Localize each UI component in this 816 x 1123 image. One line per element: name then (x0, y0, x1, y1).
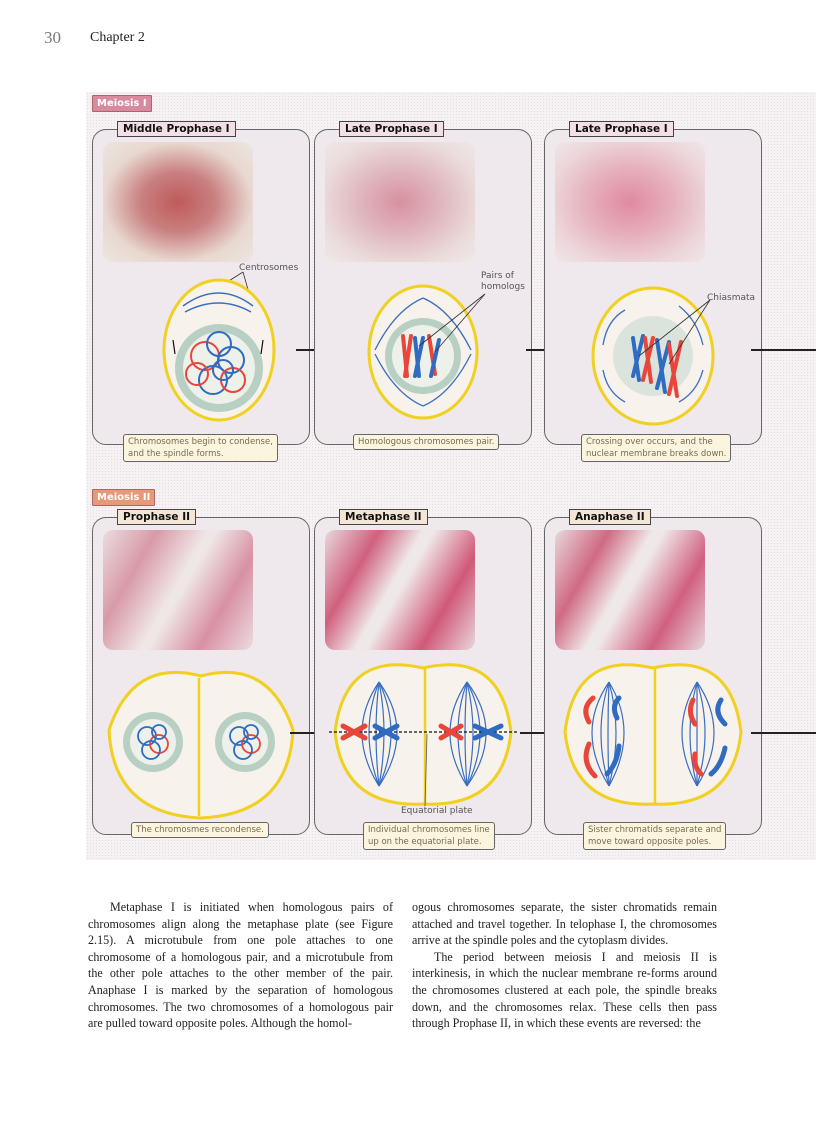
panel-caption: Individual chromosomes line up on the eq… (363, 822, 495, 850)
body-paragraph: Metaphase I is initiated when homologous… (88, 900, 393, 1031)
cell-diagram-middle-prophase (162, 271, 276, 422)
panel-title: Middle Prophase I (117, 121, 236, 137)
meiosis-i-tag: Meiosis I (92, 95, 152, 112)
body-paragraph: ogous chromosomes separate, the sister c… (412, 900, 717, 948)
micrograph-image (103, 142, 253, 262)
chapter-heading: Chapter 2 (90, 30, 145, 45)
cell-diagram-prophase-ii (107, 671, 295, 820)
panel-title: Prophase II (117, 509, 197, 525)
panel-prophase-ii: Prophase II The chromosmes recondense. (92, 509, 310, 838)
label-chiasmata: Chiasmata (707, 293, 756, 303)
label-equatorial-plate: Equatorial plate (401, 806, 473, 816)
micrograph-image (325, 530, 475, 650)
panel-middle-prophase-i: Middle Prophase I Centrosomes Chromosome… (92, 121, 310, 462)
panel-title: Late Prophase I (569, 121, 674, 137)
body-left-column: Metaphase I is initiated when homologous… (88, 899, 393, 1032)
cell-diagram-anaphase-ii (563, 663, 743, 806)
panel-title: Metaphase II (339, 509, 428, 525)
arrow-continue (751, 349, 816, 351)
arrow-continue (751, 732, 816, 734)
micrograph-image (103, 530, 253, 650)
cell-diagram-crossing-over (591, 286, 715, 426)
page-number: 30 (44, 28, 61, 47)
panel-late-prophase-i-a: Late Prophase I Pairs of homologs Homolo… (314, 121, 532, 450)
label-pairs-of-homologs: Pairs of homologs (481, 271, 525, 292)
panel-title: Anaphase II (569, 509, 651, 525)
panel-caption: The chromosmes recondense. (131, 822, 269, 838)
meiosis-ii-tag: Meiosis II (92, 489, 156, 506)
panel-caption: Homologous chromosomes pair. (353, 434, 500, 450)
body-paragraph: The period between meiosis I and meiosis… (412, 949, 717, 1031)
panel-anaphase-ii: Anaphase II Sister chromatids separate a… (544, 509, 762, 850)
micrograph-image (555, 142, 705, 262)
meiosis-figure: Meiosis I Middle Prophase I Centrosomes … (86, 92, 816, 860)
label-centrosomes: Centrosomes (239, 263, 299, 273)
cell-diagram-metaphase-ii (329, 663, 519, 807)
panel-caption: Sister chromatids separate and move towa… (583, 822, 727, 850)
panel-caption: Chromosomes begin to condense, and the s… (123, 434, 278, 462)
panel-caption: Crossing over occurs, and the nuclear me… (581, 434, 732, 462)
panel-late-prophase-i-b: Late Prophase I Chiasmata Crossing over … (544, 121, 762, 462)
micrograph-image (555, 530, 705, 650)
micrograph-image (325, 142, 475, 262)
cell-diagram-late-prophase-homologs (367, 284, 486, 420)
body-right-column: ogous chromosomes separate, the sister c… (412, 899, 717, 1032)
panel-title: Late Prophase I (339, 121, 444, 137)
panel-metaphase-ii: Metaphase II Equatorial plate Individual… (314, 509, 532, 850)
